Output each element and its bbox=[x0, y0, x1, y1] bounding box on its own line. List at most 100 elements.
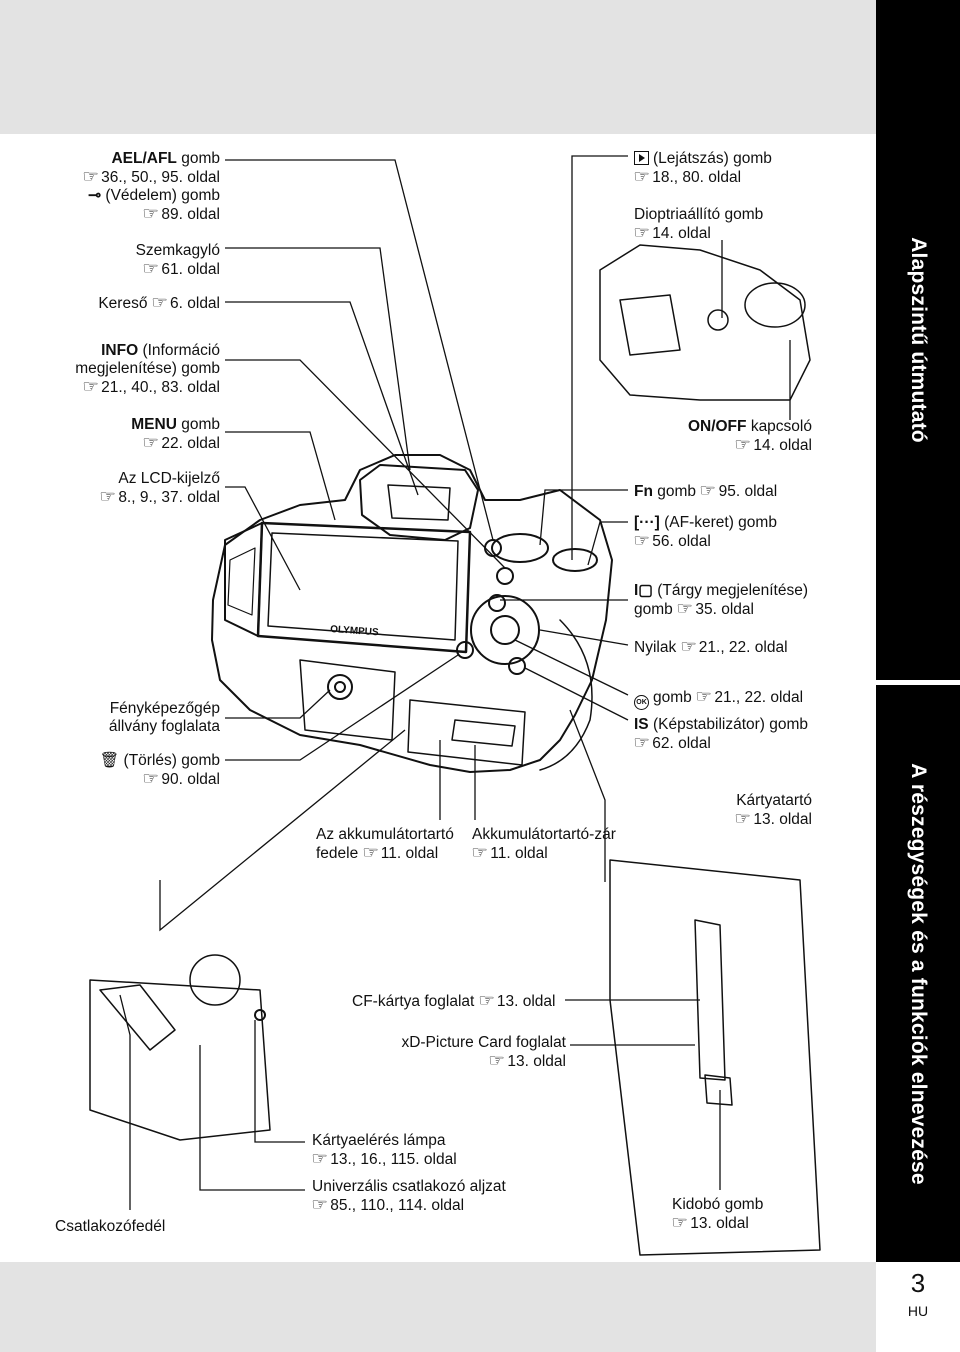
playback-text: (Lejátszás) gomb bbox=[653, 150, 772, 167]
leader-fn bbox=[539, 489, 628, 546]
leader-ael bbox=[225, 159, 494, 541]
ok-ref: 21., 22. oldal bbox=[696, 689, 803, 706]
lcd-hinge bbox=[224, 522, 263, 637]
inset-pad bbox=[189, 954, 241, 1006]
subject-suffix: gomb bbox=[634, 601, 673, 618]
lcd-ref: 8., 9., 37. oldal bbox=[100, 489, 220, 506]
leader-erase bbox=[225, 654, 459, 761]
info-ref: 21., 40., 83. oldal bbox=[83, 379, 220, 396]
diopter-text: Dioptriaállító gomb bbox=[634, 206, 764, 223]
label-viewfinder: Kereső 6. oldal bbox=[98, 294, 220, 313]
onoff-ref: 14. oldal bbox=[735, 437, 812, 454]
tripod-socket-inner bbox=[334, 681, 346, 693]
is-ref: 62. oldal bbox=[634, 735, 711, 752]
label-eyecup: Szemkagyló 61. oldal bbox=[136, 242, 220, 279]
page-number-block: 3 HU bbox=[876, 1262, 960, 1319]
label-card-holder: Kártyatartó 13. oldal bbox=[735, 792, 812, 829]
inset-lamp bbox=[254, 1009, 266, 1021]
leader-eyecup bbox=[225, 247, 411, 471]
af-frame-ref: 56. oldal bbox=[634, 533, 711, 550]
leader-connector-box bbox=[159, 729, 406, 932]
leader-info bbox=[225, 359, 506, 569]
playback-icon bbox=[634, 151, 649, 165]
erase-ref: 90. oldal bbox=[143, 771, 220, 788]
label-battery-lock: Akkumulátortartó-zár 11. oldal bbox=[472, 826, 616, 863]
label-xd-slot: xD-Picture Card foglalat 13. oldal bbox=[401, 1034, 566, 1071]
is-button-shape bbox=[508, 657, 526, 675]
label-tripod: Fényképezőgép állvány foglalata bbox=[109, 700, 220, 736]
side-tab-basic-guide-text: Alapszintű útmutató bbox=[907, 237, 930, 443]
inset-cover bbox=[99, 984, 176, 1051]
ok-button-shape bbox=[490, 615, 520, 645]
label-fn: Fn gomb 95. oldal bbox=[634, 482, 777, 501]
camera-brand: OLYMPUS bbox=[330, 624, 380, 638]
arrows-ref: 21., 22. oldal bbox=[681, 639, 788, 656]
side-tab-basic-guide: Alapszintű útmutató bbox=[876, 0, 960, 680]
eyecup-ref: 61. oldal bbox=[143, 261, 220, 278]
inset-dial bbox=[744, 282, 806, 328]
tripod-socket bbox=[327, 674, 353, 700]
access-lamp-ref: 13., 16., 115. oldal bbox=[312, 1151, 456, 1168]
battery-cover-text2: fedele bbox=[316, 845, 359, 862]
camera-illustration: OLYMPUS bbox=[89, 155, 821, 1256]
is-text: IS bbox=[634, 716, 649, 733]
ael-afl-ref: 36., 50., 95. oldal bbox=[83, 169, 220, 186]
erase-text: (Törlés) gomb bbox=[123, 752, 220, 769]
af-frame-text: (AF-keret) gomb bbox=[664, 514, 777, 531]
inset-connector bbox=[89, 979, 271, 1141]
info-text1: (Információ bbox=[142, 342, 220, 359]
xd-slot-ref: 13. oldal bbox=[489, 1053, 566, 1070]
af-frame-icon: [···] bbox=[634, 514, 660, 531]
label-is: IS (Képstabilizátor) gomb 62. oldal bbox=[634, 716, 808, 753]
leader-af bbox=[587, 521, 628, 566]
leader-card-holder bbox=[569, 709, 606, 882]
info-text2: megjelenítése) gomb bbox=[75, 360, 220, 377]
access-lamp-text: Kártyaelérés lámpa bbox=[312, 1132, 446, 1149]
inset-card bbox=[694, 919, 726, 1081]
viewfinder-window bbox=[387, 484, 451, 521]
lcd-text: Az LCD-kijelző bbox=[118, 470, 220, 487]
subject-icon: I▢ bbox=[634, 582, 653, 599]
protect-text: (Védelem) gomb bbox=[105, 187, 220, 204]
multi-connector-ref: 85., 110., 114. oldal bbox=[312, 1197, 464, 1214]
leader-connector-cover bbox=[119, 994, 131, 1210]
footer-band bbox=[0, 1262, 876, 1352]
leader-playback bbox=[571, 155, 628, 560]
label-connector-cover: Csatlakozófedél bbox=[55, 1218, 165, 1236]
ok-icon: OK bbox=[634, 695, 649, 710]
battery-cover-ref: 11. oldal bbox=[363, 845, 438, 862]
ael-afl-suffix: gomb bbox=[181, 150, 220, 167]
label-diopter: Dioptriaállító gomb 14. oldal bbox=[634, 206, 763, 243]
leader-tripod bbox=[225, 689, 331, 719]
key-icon: ⊸ bbox=[88, 187, 102, 204]
playback-ref: 18., 80. oldal bbox=[634, 169, 741, 186]
inset-card-slot bbox=[609, 859, 821, 1256]
label-erase: 🗑 (Törlés) gomb 90. oldal bbox=[100, 752, 220, 789]
cf-slot-ref: 13. oldal bbox=[479, 993, 556, 1010]
viewfinder-ref: 6. oldal bbox=[152, 295, 220, 312]
leader-arrows bbox=[539, 629, 629, 646]
af-button-shape bbox=[488, 594, 506, 612]
leader-is bbox=[524, 667, 629, 721]
card-holder-text: Kártyatartó bbox=[736, 792, 812, 809]
eyecup-text: Szemkagyló bbox=[135, 242, 220, 259]
page-number: 3 bbox=[910, 1268, 926, 1298]
inset-eject bbox=[704, 1074, 733, 1106]
erase-button-shape bbox=[456, 641, 474, 659]
onoff-text: ON/OFF bbox=[687, 418, 747, 435]
diopter-ref: 14. oldal bbox=[634, 225, 711, 242]
leader-multi-connector bbox=[199, 1045, 305, 1191]
info-button bbox=[496, 567, 514, 585]
leader-access-lamp bbox=[254, 1020, 305, 1143]
header-band bbox=[0, 0, 876, 134]
leader-viewfinder bbox=[225, 301, 419, 496]
lcd-side-block bbox=[227, 547, 256, 616]
label-lcd: Az LCD-kijelző 8., 9., 37. oldal bbox=[100, 470, 220, 507]
subject-ref: 35. oldal bbox=[677, 601, 754, 618]
sub-dial bbox=[552, 548, 598, 572]
label-arrows: Nyilak 21., 22. oldal bbox=[634, 638, 788, 657]
subject-text: (Tárgy megjelenítése) bbox=[657, 582, 809, 599]
diopter-knob bbox=[707, 309, 729, 331]
battery-door bbox=[407, 699, 526, 766]
label-battery-cover: Az akkumulátortartó fedele 11. oldal bbox=[316, 826, 454, 863]
